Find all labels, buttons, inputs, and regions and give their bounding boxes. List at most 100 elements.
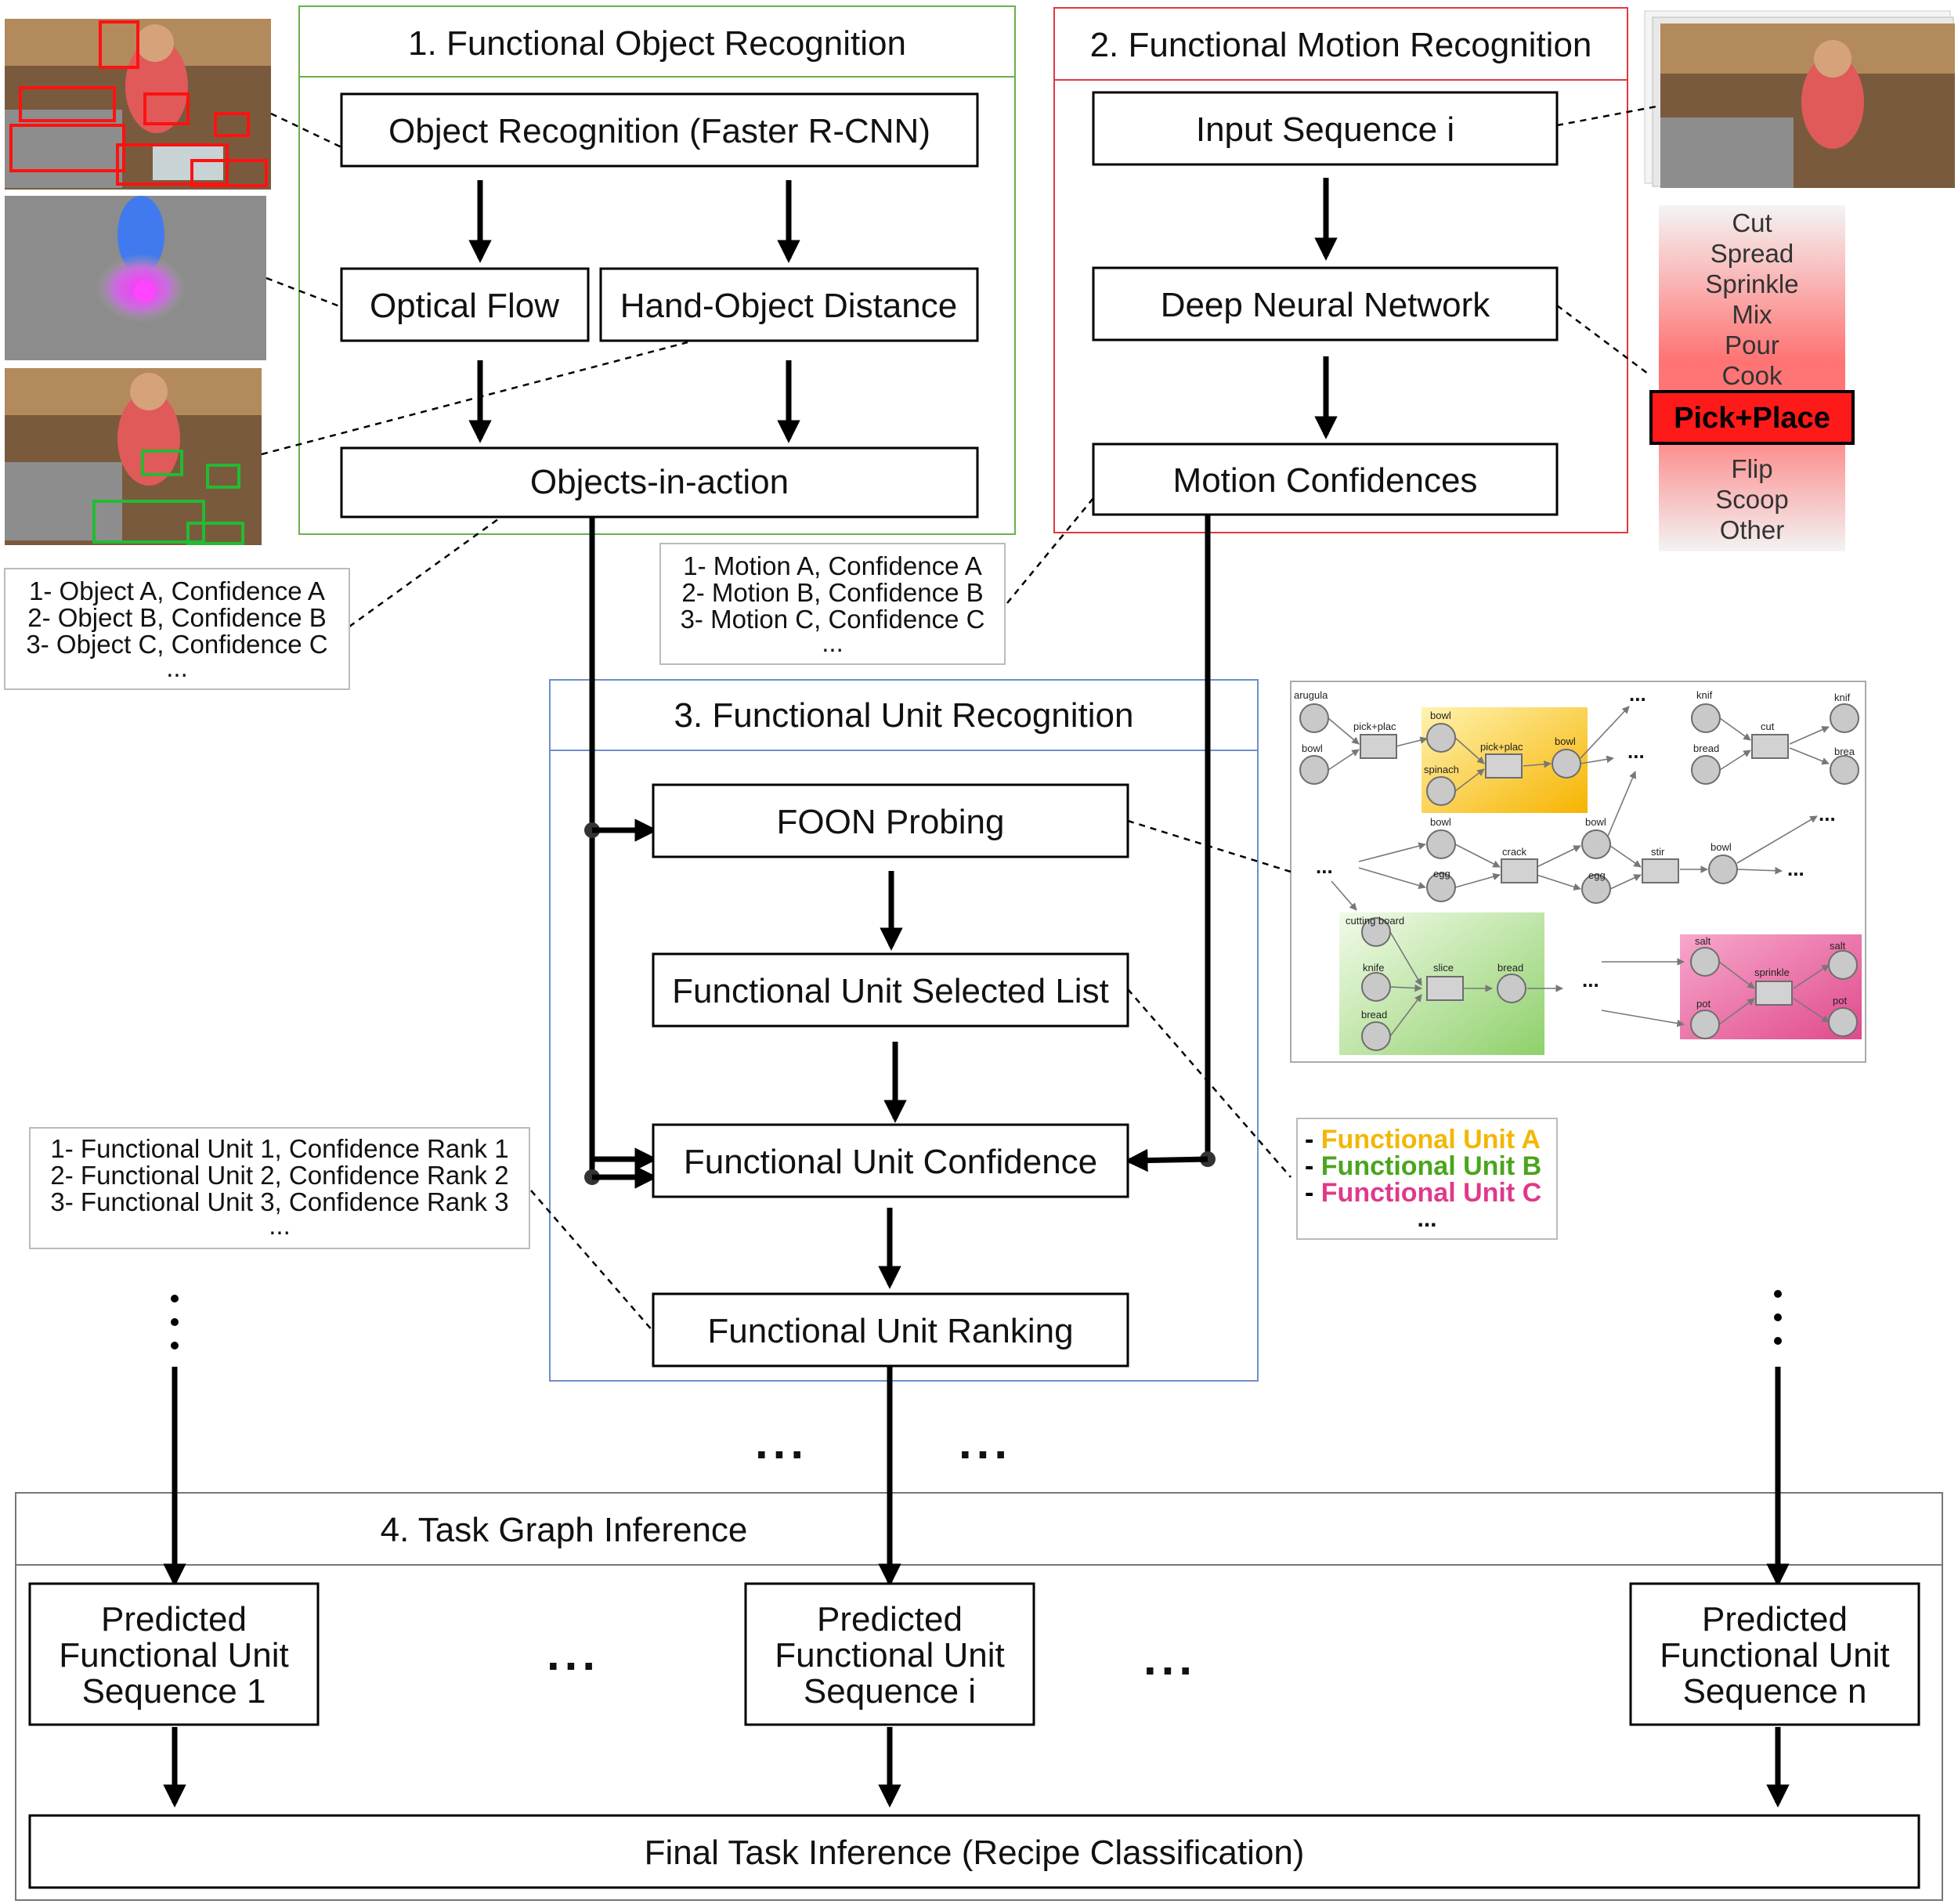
foon-label: spinach	[1424, 764, 1459, 775]
fu-legend-item-c: Functional Unit C	[1321, 1178, 1541, 1208]
final-task-inference-label: Final Task Inference (Recipe Classificat…	[645, 1834, 1305, 1872]
motion-confidence-note	[659, 543, 1006, 665]
fu-confidence-box	[652, 1123, 1129, 1198]
objects-in-action-box	[340, 446, 979, 518]
motion-confidences-label: Motion Confidences	[1173, 461, 1478, 500]
predicted-sequence-i-box	[744, 1582, 1035, 1726]
foon-label: arugula	[1294, 689, 1328, 701]
motion-item: Scoop	[1715, 485, 1789, 514]
foon-label: slice	[1433, 962, 1454, 974]
optical-flow-box	[340, 267, 590, 342]
svg-text:- Functional Unit C: - Functional Unit C	[1305, 1178, 1541, 1208]
foon-ellipsis: ...	[1582, 968, 1599, 992]
foon-label: pot	[1696, 998, 1711, 1010]
foon-label: egg	[1433, 868, 1450, 880]
foon-label: cutting board	[1346, 915, 1404, 927]
object-recognition-box	[340, 92, 979, 168]
ellipsis: ...	[1143, 1632, 1197, 1685]
foon-ellipsis: ...	[1819, 802, 1836, 826]
ellipsis: ...	[959, 1416, 1012, 1469]
foon-ellipsis: ...	[1787, 857, 1804, 880]
foon-label: pot	[1833, 995, 1847, 1006]
panel-graph-frame	[15, 1492, 1943, 1901]
foon-graph: arugula bowl pick+plac bowl spinach pick…	[1290, 681, 1866, 1063]
foon-label: knif	[1696, 689, 1713, 701]
hand-object-distance-label: Hand-Object Distance	[620, 287, 957, 325]
object-confidence-note	[4, 568, 350, 690]
note-line: ...	[166, 653, 188, 682]
foon-label: knife	[1363, 962, 1384, 974]
foon-probing-label: FOON Probing	[777, 803, 1005, 841]
note-line: 3- Functional Unit 3, Confidence Rank 3	[50, 1187, 508, 1216]
foon-label: brea	[1834, 746, 1855, 757]
fu-legend-note	[1296, 1118, 1558, 1240]
note-line: 1- Object A, Confidence A	[29, 576, 325, 605]
svg-text:- Functional Unit A: - Functional Unit A	[1305, 1125, 1541, 1154]
foon-label: pick+plac	[1480, 741, 1523, 753]
fu-confidence-label: Functional Unit Confidence	[684, 1143, 1097, 1181]
foon-probing-box	[652, 783, 1129, 858]
ellipsis: ...	[755, 1416, 808, 1469]
svg-text:- Functional Unit B: - Functional Unit B	[1305, 1151, 1541, 1181]
predicted-sequence-n-line: Functional Unit	[1660, 1636, 1889, 1675]
foon-label: bread	[1497, 962, 1523, 974]
foon-label: bread	[1693, 742, 1719, 754]
fu-legend-more: ...	[1417, 1206, 1436, 1232]
optical-flow-frame	[5, 196, 266, 360]
ellipsis: ...	[547, 1628, 600, 1680]
unit-rank-note	[29, 1127, 530, 1249]
foon-label: egg	[1588, 869, 1606, 881]
foon-label: salt	[1830, 940, 1846, 952]
input-sequence-box	[1092, 91, 1559, 166]
predicted-sequence-n-line: Predicted	[1702, 1600, 1848, 1638]
fu-ranking-label: Functional Unit Ranking	[707, 1312, 1073, 1350]
foon-label: bowl	[1430, 816, 1451, 828]
foon-label: bowl	[1555, 735, 1576, 747]
note-line: ...	[822, 628, 844, 657]
fu-legend-item-a: Functional Unit A	[1321, 1125, 1541, 1154]
foon-label: bowl	[1585, 816, 1606, 828]
foon-label: cut	[1761, 721, 1775, 732]
kitchen-frame-detections-green	[5, 368, 262, 545]
panel-motion-frame	[1053, 7, 1628, 533]
motion-item: Cut	[1732, 208, 1772, 237]
hand-object-distance-box	[599, 267, 979, 342]
motion-confidences-box	[1092, 443, 1559, 516]
motion-item: Spread	[1711, 239, 1794, 268]
predicted-sequence-n-line: Sequence n	[1683, 1672, 1867, 1711]
panel-graph-title: 4. Task Graph Inference	[381, 1511, 748, 1549]
motion-item: Pour	[1725, 331, 1779, 359]
panel-object-frame	[298, 5, 1016, 535]
foon-label: knif	[1834, 692, 1851, 703]
panel-unit-frame	[549, 679, 1259, 1382]
motion-item: Cook	[1721, 361, 1783, 390]
predicted-sequence-1-line: Predicted	[101, 1600, 247, 1638]
note-line: 3- Motion C, Confidence C	[681, 605, 985, 634]
panel-unit-title: 3. Functional Unit Recognition	[674, 696, 1134, 735]
foon-label: bowl	[1711, 841, 1732, 853]
note-line: 2- Functional Unit 2, Confidence Rank 2	[50, 1161, 508, 1190]
fu-ranking-box	[652, 1292, 1129, 1367]
foon-ellipsis: ...	[1629, 682, 1646, 706]
note-line: 2- Motion B, Confidence B	[681, 578, 983, 607]
foon-label: crack	[1502, 846, 1527, 858]
kitchen-frame-detections-red	[5, 19, 271, 190]
predicted-sequence-i-line: Sequence i	[804, 1672, 976, 1711]
note-line: 1- Functional Unit 1, Confidence Rank 1	[50, 1134, 508, 1163]
optical-flow-label: Optical Flow	[370, 287, 559, 325]
dnn-box	[1092, 266, 1559, 341]
note-line: ...	[269, 1211, 291, 1240]
predicted-sequence-i-line: Functional Unit	[775, 1636, 1004, 1675]
object-recognition-label: Object Recognition (Faster R-CNN)	[388, 112, 930, 150]
objects-in-action-label: Objects-in-action	[530, 463, 789, 501]
dnn-label: Deep Neural Network	[1161, 286, 1491, 324]
predicted-sequence-n-box	[1629, 1582, 1920, 1726]
note-line: 3- Object C, Confidence C	[26, 630, 327, 659]
predicted-sequence-i-line: Predicted	[817, 1600, 963, 1638]
final-task-inference-box	[28, 1814, 1920, 1889]
predicted-sequence-1-box	[28, 1582, 320, 1726]
motion-item: Mix	[1732, 300, 1772, 329]
predicted-sequence-1-line: Sequence 1	[82, 1672, 266, 1711]
motion-class-list: Cut Spread Sprinkle Mix Pour Cook Pick+P…	[1649, 205, 1855, 551]
